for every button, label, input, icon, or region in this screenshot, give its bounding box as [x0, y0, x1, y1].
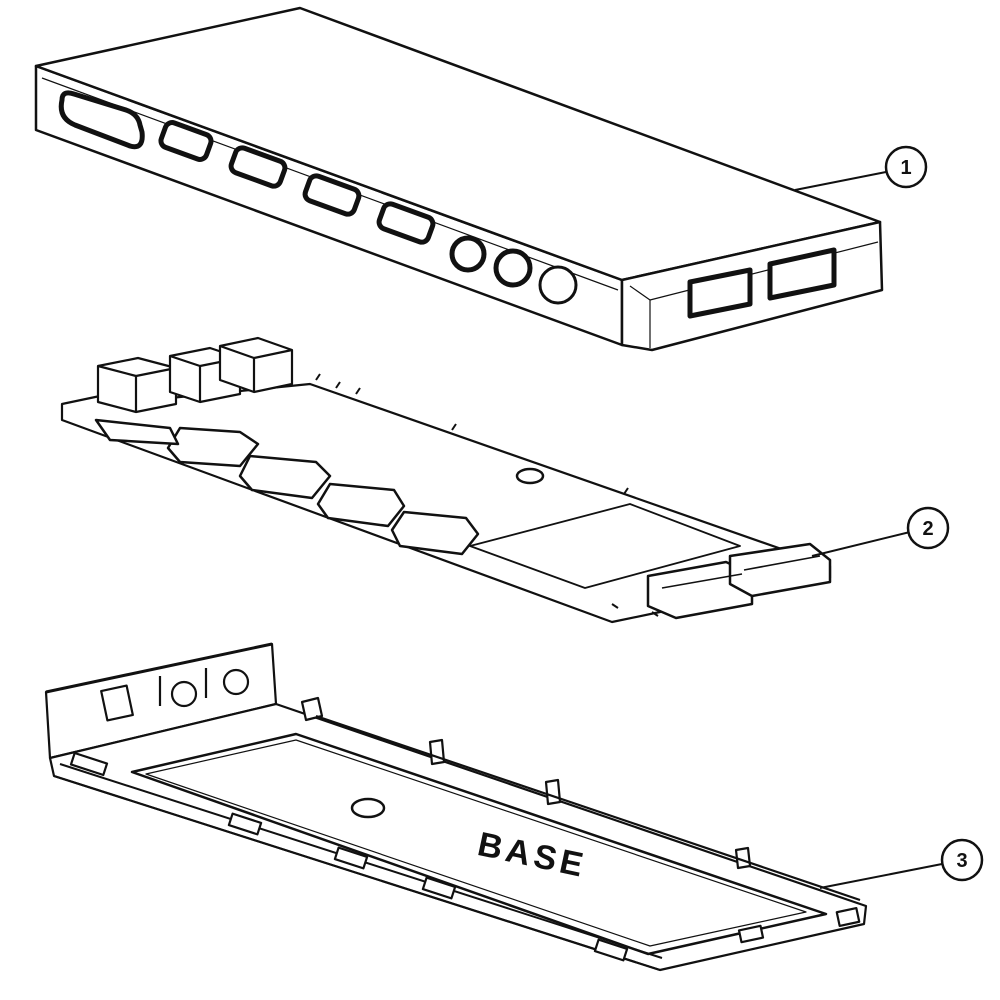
- part-1-top-enclosure: [34, 6, 884, 352]
- base-rear-tabs: [300, 696, 861, 902]
- port-c: [302, 173, 362, 217]
- base-wall-square-opening: [100, 684, 134, 722]
- port-d: [376, 201, 436, 245]
- callout-3-circle: [940, 838, 984, 882]
- callout-2-circle: [906, 506, 950, 550]
- wide-connector-port: [58, 90, 145, 150]
- mounting-hole: [515, 467, 545, 485]
- callout-3-label: 3: [956, 850, 967, 872]
- base-floor-boss: [350, 797, 386, 819]
- callout-2: 2: [811, 506, 950, 557]
- board-end-connectors: [646, 542, 832, 620]
- board-components: [315, 373, 659, 617]
- part-2-circuit-board: [60, 336, 832, 624]
- enclosure-front-ports: [58, 90, 578, 305]
- callout-3: 3: [819, 838, 984, 889]
- usb-port-a: [687, 267, 753, 319]
- part-3-base-tray: BASE: [44, 642, 868, 972]
- callout-1: 1: [794, 145, 928, 191]
- shield-can: [469, 503, 741, 589]
- base-wall-round-opening-b: [222, 668, 250, 696]
- base-wall-round-opening-a: [170, 680, 198, 708]
- enclosure-end-ports: [687, 247, 837, 319]
- board-rear-connectors: [96, 336, 294, 414]
- usb-port-b: [767, 247, 837, 301]
- base-front-clips: [69, 751, 861, 962]
- callout-1-circle: [884, 145, 928, 189]
- board-front-connectors: [94, 418, 480, 556]
- round-port-b: [493, 248, 533, 288]
- callout-2-label: 2: [922, 518, 933, 540]
- port-a: [158, 120, 214, 162]
- port-b: [228, 145, 288, 189]
- callout-1-label: 1: [900, 157, 911, 179]
- round-port-c: [538, 265, 578, 305]
- base-floor-inner: [130, 732, 828, 956]
- round-port-a: [449, 235, 487, 273]
